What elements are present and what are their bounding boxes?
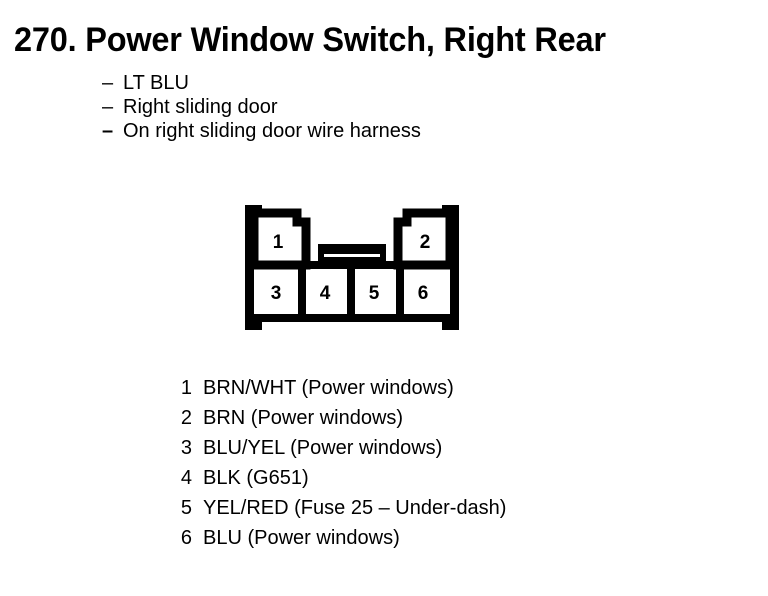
spec-list-item-label: Right sliding door <box>123 96 278 118</box>
cavity-divider <box>396 265 404 318</box>
pin-description: BRN/WHT (Power windows) <box>203 377 454 399</box>
pin-description: YEL/RED (Fuse 25 – Under-dash) <box>203 497 507 519</box>
cavity-number-2: 2 <box>420 232 431 253</box>
pin-legend-row: 2 BRN (Power windows) <box>168 403 688 433</box>
pin-legend-row: 4 BLK (G651) <box>168 463 688 493</box>
spec-list-item: – Right sliding door <box>102 95 662 119</box>
cavity-number-6: 6 <box>418 283 429 304</box>
pin-legend-row: 1 BRN/WHT (Power windows) <box>168 373 688 403</box>
connector-svg: 1 2 3 4 5 6 <box>245 205 459 330</box>
spec-list-item: – On right sliding door wire harness <box>102 119 662 143</box>
connector-diagram: 1 2 3 4 5 6 <box>236 196 468 342</box>
spec-list-item-label: LT BLU <box>123 72 189 94</box>
cavity-divider <box>298 265 306 318</box>
pin-legend: 1 BRN/WHT (Power windows) 2 BRN (Power w… <box>168 373 688 553</box>
pin-number: 5 <box>180 497 192 519</box>
pin-number: 4 <box>180 467 192 489</box>
latch-tab-icon <box>318 244 386 263</box>
dash-marker-icon: – <box>102 96 114 118</box>
cavity-number-1: 1 <box>273 232 284 253</box>
page-title: 270. Power Window Switch, Right Rear <box>14 21 606 59</box>
pin-legend-row: 5 YEL/RED (Fuse 25 – Under-dash) <box>168 493 688 523</box>
cavity-number-3: 3 <box>271 283 282 304</box>
specification-list: – LT BLU – Right sliding door – On right… <box>102 71 662 143</box>
pin-legend-row: 3 BLU/YEL (Power windows) <box>168 433 688 463</box>
pin-description: BLK (G651) <box>203 467 309 489</box>
pin-description: BLU (Power windows) <box>203 527 400 549</box>
pin-description: BLU/YEL (Power windows) <box>203 437 443 459</box>
pin-number: 2 <box>180 407 192 429</box>
pin-description: BRN (Power windows) <box>203 407 404 429</box>
connector-shell <box>245 205 459 330</box>
spec-list-item: – LT BLU <box>102 71 662 95</box>
spec-list-item-label: On right sliding door wire harness <box>123 120 421 142</box>
dash-marker-icon: – <box>102 120 114 142</box>
pin-number: 3 <box>180 437 192 459</box>
cavity-number-4: 4 <box>320 283 331 304</box>
dash-marker-icon: – <box>102 72 114 94</box>
pin-number: 6 <box>180 527 192 549</box>
pin-number: 1 <box>180 377 192 399</box>
pin-legend-row: 6 BLU (Power windows) <box>168 523 688 553</box>
cavity-number-5: 5 <box>369 283 380 304</box>
cavity-divider <box>347 265 355 318</box>
